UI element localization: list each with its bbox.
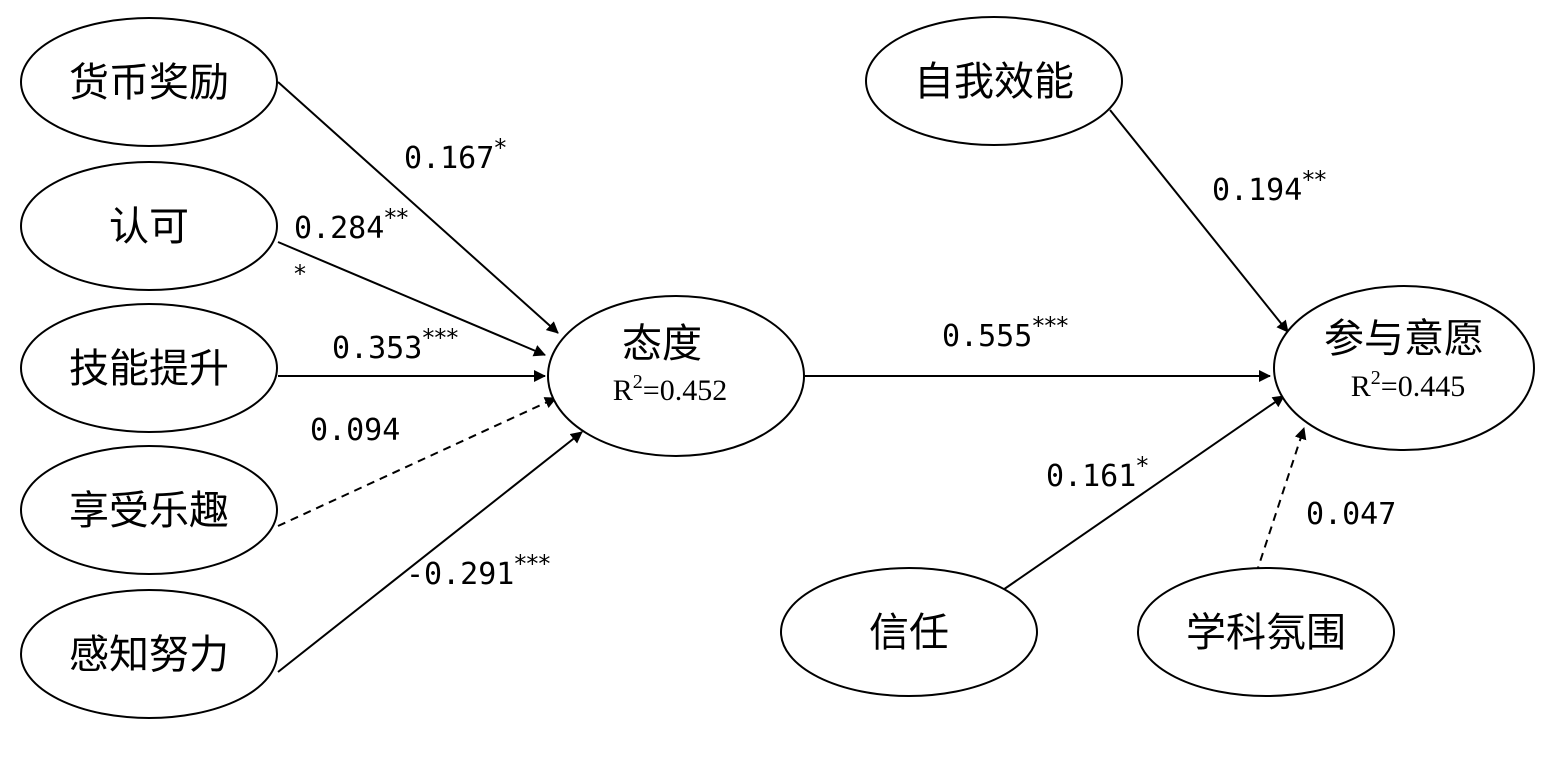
node-skill: 技能提升: [20, 303, 278, 433]
node-recognition: 认可: [20, 161, 278, 291]
edge-climate-intention: [1255, 427, 1307, 575]
node-monetary-label: 货币奖励: [69, 60, 229, 106]
node-recognition-label: 认可: [109, 204, 189, 250]
node-enjoyment-label: 享受乐趣: [69, 488, 229, 534]
coef-attitude-intention: 0.555***: [942, 312, 1068, 354]
node-skill-label: 技能提升: [69, 346, 229, 392]
node-monetary: 货币奖励: [20, 17, 278, 147]
node-intention: 参与意愿 R2=0.445: [1273, 285, 1535, 451]
node-trust: 信任: [780, 567, 1038, 697]
node-efficacy-label: 自我效能: [914, 59, 1074, 105]
node-attitude-r2: R2=0.452: [613, 371, 727, 407]
coef-efficacy-intention: 0.194**: [1212, 166, 1326, 208]
coef-skill-attitude: 0.353***: [332, 324, 458, 366]
node-effort: 感知努力: [20, 589, 278, 719]
coef-effort-attitude: -0.291***: [406, 550, 550, 592]
node-efficacy: 自我效能: [865, 16, 1123, 146]
edge-enjoyment-attitude: [277, 397, 557, 527]
node-effort-label: 感知努力: [69, 632, 229, 678]
coef-recognition-attitude: 0.284**: [294, 204, 408, 246]
coef-enjoyment-attitude: 0.094: [310, 413, 400, 448]
node-climate: 学科氛围: [1137, 567, 1395, 697]
node-attitude-label: 态度: [622, 321, 702, 367]
edge-efficacy-intention: [1109, 109, 1289, 333]
node-intention-r2: R2=0.445: [1351, 367, 1465, 403]
coef-recognition-attitude-extra: *: [294, 260, 306, 288]
edge-effort-attitude: [277, 431, 583, 673]
node-climate-label: 学科氛围: [1186, 610, 1346, 656]
node-trust-label: 信任: [869, 610, 949, 656]
coef-monetary-attitude: 0.167*: [404, 134, 506, 176]
coef-climate-intention: 0.047: [1306, 497, 1396, 532]
node-intention-label: 参与意愿: [1324, 316, 1484, 362]
node-enjoyment: 享受乐趣: [20, 445, 278, 575]
edge-monetary-attitude: [277, 81, 559, 334]
coef-trust-intention: 0.161*: [1046, 452, 1148, 494]
edge-trust-intention: [999, 395, 1285, 593]
edge-recognition-attitude: [277, 241, 546, 357]
node-attitude: 态度 R2=0.452: [547, 295, 805, 457]
